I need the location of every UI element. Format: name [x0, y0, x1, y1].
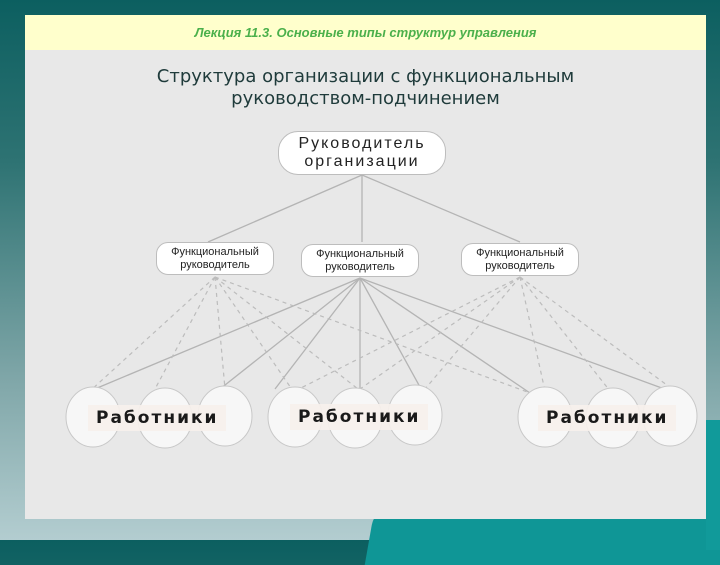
lecture-title: Лекция 11.3. Основные типы структур упра…	[194, 25, 537, 40]
workers-group-1-label: Работники	[88, 405, 227, 431]
functional-manager-2-line2: руководитель	[325, 260, 395, 273]
organization-head-box: Руководитель организации	[278, 131, 446, 175]
functional-manager-box-1: Функциональный руководитель	[156, 242, 274, 275]
slide-title-line2: руководством-подчинением	[231, 88, 500, 109]
functional-manager-box-3: Функциональный руководитель	[461, 243, 579, 276]
organization-head-line1: Руководитель	[298, 135, 426, 152]
workers-group-2-label: Работники	[290, 404, 429, 430]
slide-title-line1: Структура организации с функциональным	[156, 66, 575, 87]
connector-lines	[65, 174, 698, 449]
decorative-strip	[706, 420, 720, 550]
functional-manager-3-line2: руководитель	[485, 259, 555, 272]
slide: Лекция 11.3. Основные типы структур упра…	[25, 15, 706, 519]
functional-manager-1-line1: Функциональный	[171, 245, 259, 258]
functional-manager-box-2: Функциональный руководитель	[301, 244, 419, 277]
functional-manager-2-line1: Функциональный	[316, 247, 404, 260]
workers-group-3-label: Работники	[538, 405, 677, 431]
functional-manager-3-line1: Функциональный	[476, 246, 564, 259]
organization-head-line2: организации	[304, 153, 420, 170]
slide-header: Лекция 11.3. Основные типы структур упра…	[25, 15, 706, 50]
functional-manager-1-line2: руководитель	[180, 258, 250, 271]
slide-title: Структура организации с функциональным р…	[25, 66, 706, 110]
